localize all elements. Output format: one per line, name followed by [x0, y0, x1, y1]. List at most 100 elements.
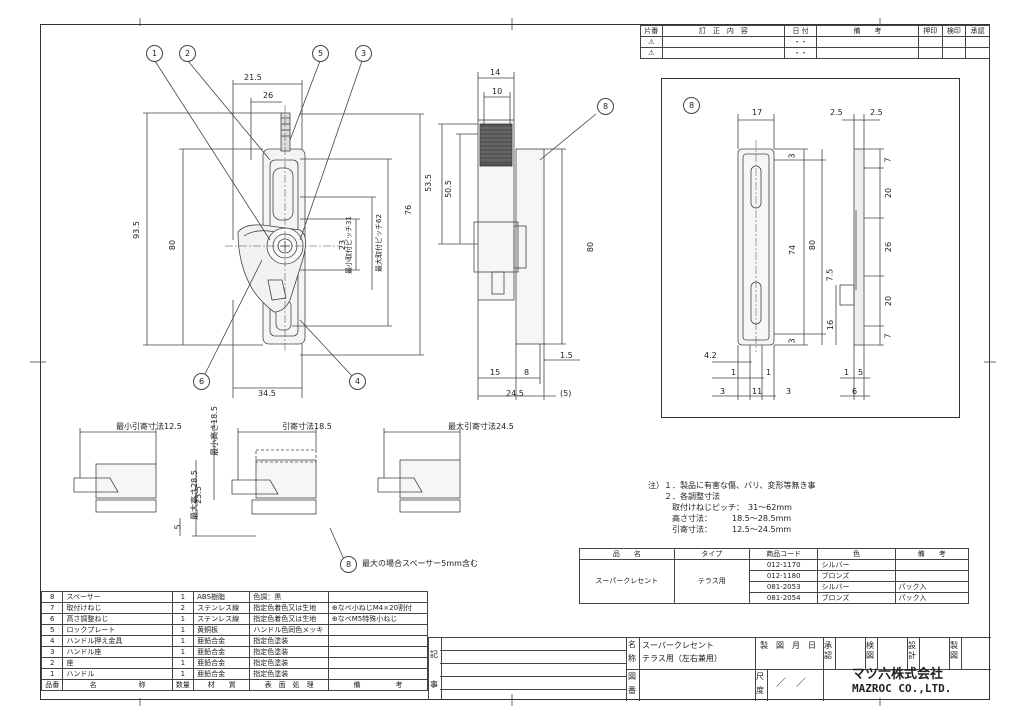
- detail-box-spacer: [661, 78, 960, 418]
- dim-max-pitch: 最大取付ピッチ62: [374, 214, 383, 272]
- product-code: 081-2053: [748, 581, 819, 593]
- part-material: ステンレス線: [193, 602, 251, 614]
- product-remark: [894, 559, 970, 571]
- product-row: スーパークレセント テラス用 012-1170 シルバー: [579, 559, 970, 604]
- parts-footer-finish: 表 面 処 理: [249, 679, 329, 691]
- dim-side-8: 8: [524, 368, 530, 377]
- dim-side-24-5: 24.5: [506, 389, 524, 398]
- callout-3: 3: [355, 45, 372, 62]
- callout-8-bottom: 8: [340, 556, 357, 573]
- title-scale-value: ／ ／: [776, 678, 806, 689]
- product-row: 012-1180 ブロンズ: [580, 570, 970, 582]
- parts-footer-name: 名 称: [62, 679, 173, 691]
- product-color: シルバー: [817, 581, 896, 593]
- part-no: 2: [40, 657, 64, 669]
- title-approve-label: 承認: [824, 641, 832, 660]
- part-finish: 指定色着色又は生地: [249, 613, 329, 625]
- parts-footer-note: 備 考: [327, 679, 429, 691]
- product-type: テラス用: [673, 559, 750, 604]
- part-name: 取付けねじ: [62, 602, 173, 614]
- dim-5: 5: [173, 524, 183, 530]
- bottom-view-min: [73, 428, 157, 513]
- part-no: 1: [40, 668, 64, 680]
- detail-view-spacer: [712, 114, 884, 400]
- dim-detail-1c: 1: [844, 368, 850, 377]
- part-qty: 1: [171, 646, 195, 658]
- part-no: 5: [40, 624, 64, 636]
- revision-row: ⚠ ・・: [640, 47, 990, 59]
- title-drawing-no-label-1: 図: [628, 672, 636, 681]
- callout-8-detail: 8: [683, 97, 700, 114]
- part-qty: 1: [171, 613, 195, 625]
- note-line: 高さ寸法： 18.5～28.5mm: [648, 514, 792, 523]
- dim-side-50-5: 50.5: [443, 180, 453, 198]
- dim-side-10: 10: [492, 87, 503, 96]
- dim-23-5: 23.5: [193, 486, 203, 504]
- callout-6: 6: [193, 373, 210, 390]
- revision-table: 片番 訂 正 内 容 日 付 備 考 押印 検印 承認 ⚠ ・・ ⚠ ・・: [640, 25, 990, 59]
- bottom-view-mid: [179, 420, 347, 565]
- part-note: [327, 591, 429, 603]
- part-name: スペーサー: [62, 591, 173, 603]
- product-row: 081-2053 シルバー パック入: [580, 581, 970, 593]
- callout-5: 5: [312, 45, 329, 62]
- dim-side-53-5: 53.5: [423, 174, 433, 192]
- part-finish: 指定色塗装: [249, 646, 329, 658]
- part-note: [327, 657, 429, 669]
- dim-detail-20b: 20: [884, 295, 894, 307]
- spacer-note: 最大の場合スペーサー5mm含む: [362, 559, 478, 568]
- part-no: 7: [40, 602, 64, 614]
- dim-side-15: 15: [490, 368, 501, 377]
- part-qty: 1: [171, 657, 195, 669]
- dim-detail-3b: 3: [787, 338, 797, 344]
- title-name-label-2: 称: [628, 654, 636, 663]
- part-material: ステンレス線: [193, 613, 251, 625]
- product-code: 081-2054: [748, 592, 819, 604]
- dim-detail-2-5b: 2.5: [870, 108, 883, 117]
- part-finish: ハンドル色同色メッキ: [249, 624, 329, 636]
- product-remark: パック入: [894, 581, 970, 593]
- dim-front-34-5: 34.5: [258, 389, 276, 398]
- part-material: 亜鉛合金: [193, 668, 251, 680]
- company-logo: マツ六株式会社 MAZROC CO.,LTD.: [852, 668, 951, 696]
- dim-detail-1b: 1: [766, 368, 772, 377]
- title-name-label-1: 名: [628, 640, 636, 649]
- product-code: 012-1170: [748, 559, 819, 571]
- part-name: ハンドル座: [62, 646, 173, 658]
- dim-min-pull: 最小引寄寸法12.5: [116, 422, 182, 431]
- part-qty: 2: [171, 602, 195, 614]
- part-name: ハンドル押え金具: [62, 635, 173, 647]
- product-remark: [894, 570, 970, 582]
- part-note: [327, 668, 429, 680]
- parts-footer-qty: 数量: [171, 679, 195, 691]
- product-header-color: 色: [817, 548, 896, 560]
- front-view: [143, 60, 424, 398]
- part-no: 4: [40, 635, 64, 647]
- dim-detail-2-5a: 2.5: [830, 108, 843, 117]
- title-check-label: 検図: [866, 641, 874, 660]
- part-name: ハンドル: [62, 668, 173, 680]
- parts-footer-material: 材 質: [193, 679, 251, 691]
- part-qty: 1: [171, 635, 195, 647]
- product-header-type: タイプ: [673, 548, 750, 560]
- title-product-line-2: テラス用（左右兼用）: [642, 654, 722, 663]
- dim-detail-5: 5: [858, 368, 864, 377]
- dim-detail-1a: 1: [731, 368, 737, 377]
- dim-side-5: (5): [560, 389, 572, 398]
- part-finish: 指定色着色又は生地: [249, 602, 329, 614]
- part-finish: 指定色塗装: [249, 635, 329, 647]
- dim-front-93-5: 93.5: [131, 221, 141, 239]
- dim-detail-80: 80: [808, 239, 818, 251]
- note-line: 注）１．製品に有害な傷、バリ、変形等無き事: [648, 481, 816, 490]
- dim-detail-17: 17: [752, 108, 763, 117]
- dim-detail-20a: 20: [884, 187, 894, 199]
- callout-8-side: 8: [597, 98, 614, 115]
- part-material: ABS樹脂: [193, 591, 251, 603]
